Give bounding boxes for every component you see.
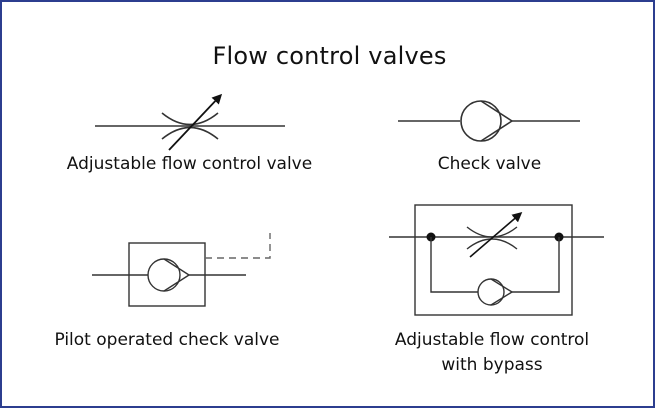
- valve-envelope: [414, 204, 573, 316]
- seat-lower: [480, 120, 513, 142]
- adjustable-flow-control-valve-symbol: [95, 93, 285, 151]
- bypass-line-left: [430, 237, 478, 293]
- seat-upper: [480, 100, 513, 122]
- check-ball: [147, 258, 181, 292]
- check-valve-label: Check valve: [437, 154, 542, 174]
- restriction-arc-upper: [466, 226, 518, 238]
- adjustment-arrow: [469, 212, 523, 258]
- check-ball: [460, 100, 502, 142]
- bypass-seat-upper: [490, 278, 513, 293]
- diagram-title: Flow control valves: [212, 42, 447, 70]
- seat-upper: [163, 258, 190, 276]
- adjustment-arrow: [168, 93, 223, 151]
- bypass-check-ball: [477, 278, 505, 306]
- restriction-arc-lower: [161, 126, 219, 140]
- pilot-line: [205, 233, 271, 259]
- pilot-operated-check-valve-label: Pilot operated check valve: [54, 330, 280, 350]
- check-valve-symbol: [398, 100, 580, 142]
- flow-control-with-bypass-label-line-2: with bypass: [441, 355, 543, 375]
- flow-control-with-bypass-label: Adjustable flow control with bypass: [362, 328, 622, 378]
- adjustable-flow-control-valve-label: Adjustable flow control valve: [66, 154, 313, 174]
- bypass-line-right: [512, 237, 560, 293]
- restriction-arc-lower: [466, 238, 518, 250]
- bypass-seat-lower: [490, 291, 513, 306]
- restriction-arc-upper: [161, 112, 219, 126]
- pilot-operated-check-valve-symbol: [92, 233, 271, 307]
- flow-control-with-bypass-symbol: [389, 204, 604, 316]
- flow-control-with-bypass-label-line-1: Adjustable flow control: [394, 330, 590, 350]
- seat-lower: [163, 274, 190, 292]
